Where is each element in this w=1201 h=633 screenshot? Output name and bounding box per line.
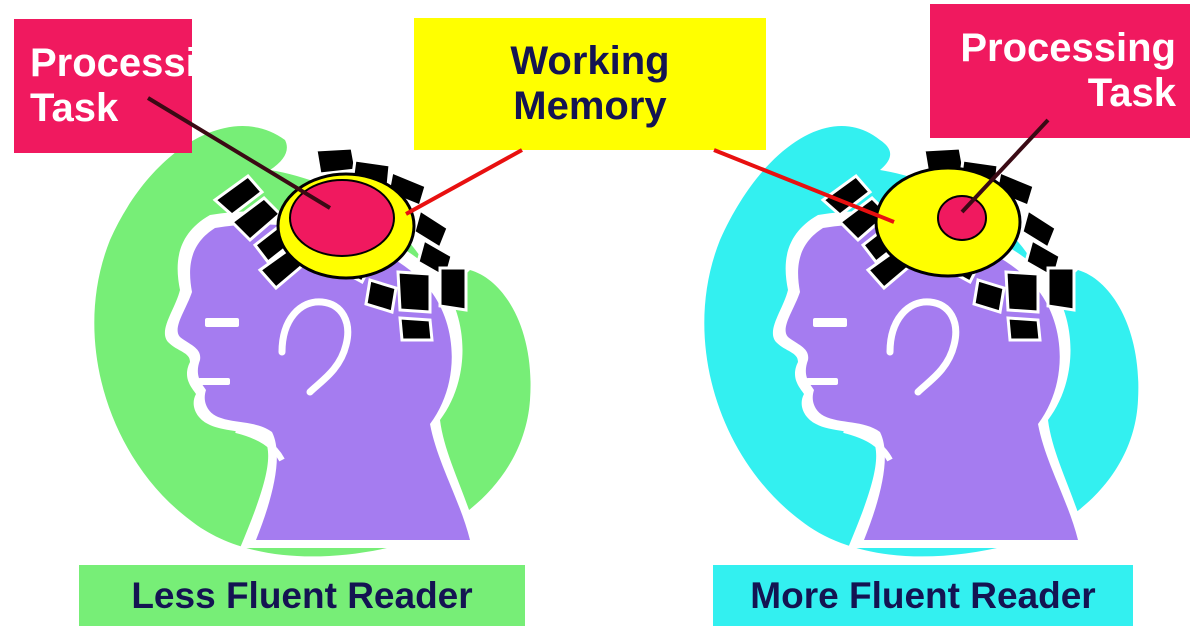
left-processing-connector — [146, 96, 332, 210]
right-processing-task-ellipse — [937, 195, 987, 241]
right-mouth — [806, 378, 838, 385]
more-fluent-reader-text: More Fluent Reader — [750, 574, 1096, 616]
working-memory-label: Working Memory — [414, 18, 766, 150]
right-ear — [886, 298, 960, 396]
right-jaw-line — [843, 427, 893, 462]
left-figure — [94, 126, 531, 557]
processing-task-right-label: Processing Task — [930, 4, 1190, 138]
right-working-memory-connector — [713, 148, 895, 224]
left-mouth — [198, 378, 230, 385]
right-eye — [813, 318, 847, 327]
right-figure — [704, 126, 1139, 557]
right-processing-connector — [960, 118, 1050, 214]
processing-task-left-box — [14, 19, 192, 153]
processing-task-left-label: Processing Task — [14, 19, 246, 153]
left-ear — [278, 298, 352, 396]
less-fluent-reader-label: Less Fluent Reader — [79, 565, 525, 626]
more-fluent-reader-box — [713, 565, 1133, 626]
working-memory-box — [414, 18, 766, 150]
more-fluent-reader-label: More Fluent Reader — [713, 565, 1133, 626]
left-working-memory-connector — [405, 148, 523, 216]
less-fluent-reader-box — [79, 565, 525, 626]
less-fluent-reader-text: Less Fluent Reader — [131, 574, 473, 616]
processing-task-left-text: Processing Task — [30, 41, 246, 130]
processing-task-right-box — [930, 4, 1190, 138]
processing-task-right-text: Processing Task — [960, 26, 1176, 115]
left-jaw-line — [235, 427, 285, 462]
working-memory-text: Working Memory — [510, 39, 670, 128]
left-eye — [205, 318, 239, 327]
